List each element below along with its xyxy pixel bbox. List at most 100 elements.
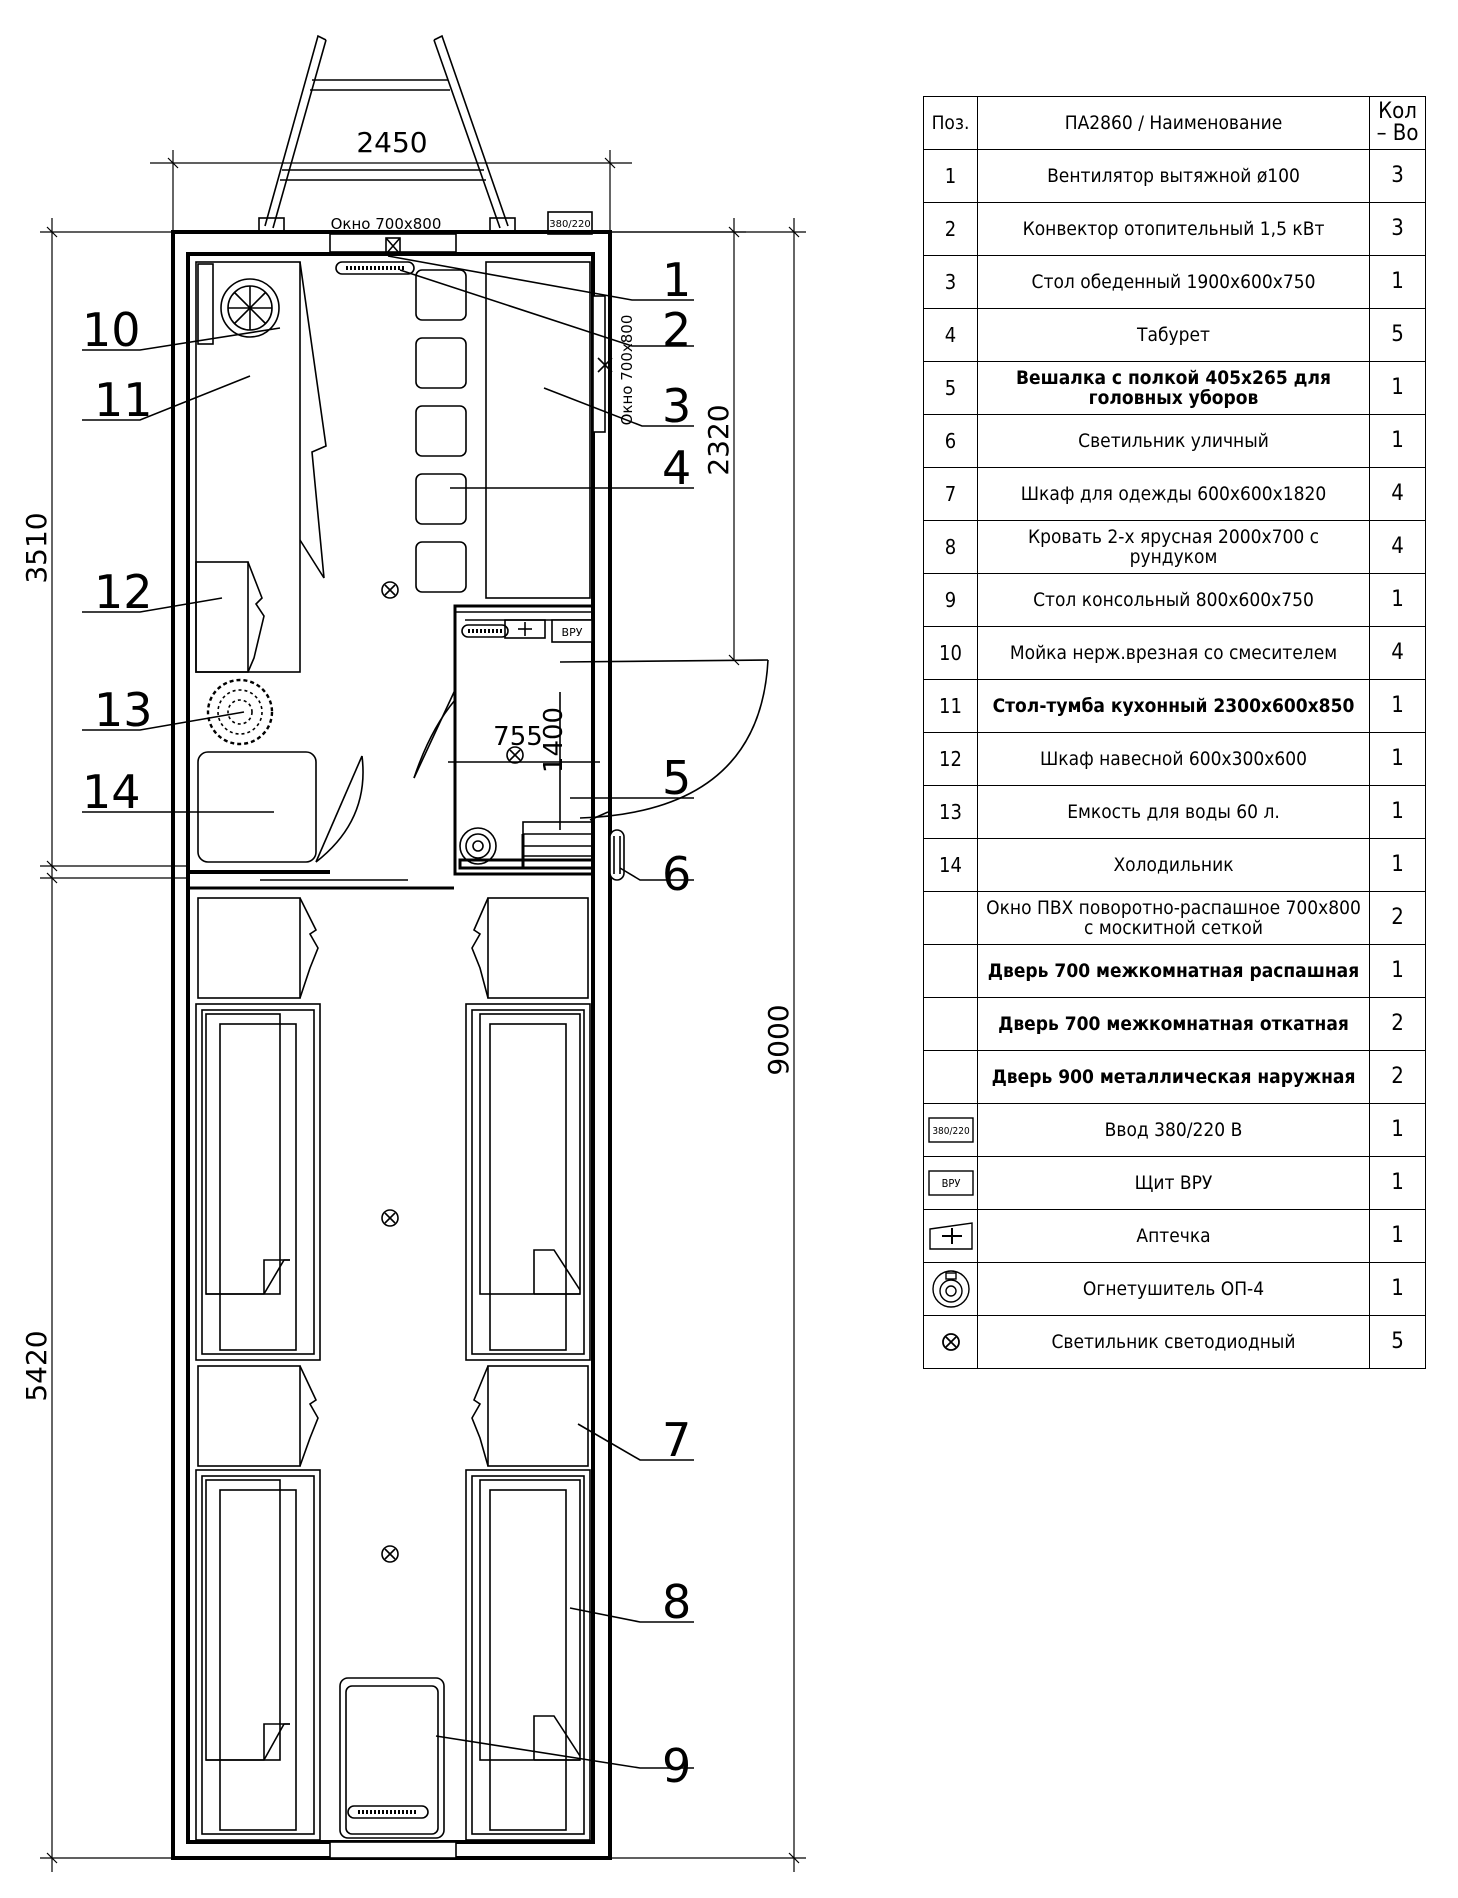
window-top-label: Окно 700х800 xyxy=(331,215,442,233)
row-pos: 4 xyxy=(923,308,978,362)
row-name: Стол-тумба кухонный 2300х600х850 xyxy=(977,679,1370,733)
wall-cabinet xyxy=(195,561,249,673)
dim-wc-height: 1400 xyxy=(539,707,569,773)
window-bottom xyxy=(329,1841,457,1859)
stools xyxy=(415,269,467,593)
row-pos xyxy=(923,944,978,998)
callout-5: 5 xyxy=(662,751,691,805)
row-name: Стол обеденный 1900х600х750 xyxy=(977,255,1370,309)
row-qty: 1 xyxy=(1369,944,1426,998)
row-pos: ВРУ xyxy=(923,1156,978,1210)
dim-top-width: 2450 xyxy=(356,126,427,159)
header-qty: Кол – Во xyxy=(1369,96,1426,150)
row-qty: 2 xyxy=(1369,891,1426,945)
row-pos xyxy=(923,1315,978,1369)
row-qty: 1 xyxy=(1369,785,1426,839)
convector-top-icon xyxy=(335,261,415,275)
row-name: Щит ВРУ xyxy=(977,1156,1370,1210)
row-pos: 8 xyxy=(923,520,978,574)
callout-13: 13 xyxy=(94,683,153,737)
exterior-door-swing xyxy=(559,659,769,663)
row-name: Стол консольный 800х600х750 xyxy=(977,573,1370,627)
row-pos xyxy=(923,1050,978,1104)
power-box-label: 380/220 xyxy=(549,219,591,230)
fan-top-icon xyxy=(385,237,401,255)
power-box-icon: 380/220 xyxy=(928,1117,974,1143)
row-pos: 6 xyxy=(923,414,978,468)
row-name: Дверь 700 межкомнатная распашная xyxy=(977,944,1370,998)
callout-14: 14 xyxy=(82,765,141,819)
dining-table xyxy=(485,261,591,599)
row-pos: 1 xyxy=(923,149,978,203)
bunk-beds xyxy=(195,1003,591,1841)
vru-box-icon xyxy=(551,619,593,643)
row-qty: 1 xyxy=(1369,361,1426,415)
row-name: Шкаф навесной 600х300х600 xyxy=(977,732,1370,786)
callout-9: 9 xyxy=(662,1739,691,1793)
row-name: Дверь 700 межкомнатная откатная xyxy=(977,997,1370,1051)
row-qty: 5 xyxy=(1369,308,1426,362)
row-name: Табурет xyxy=(977,308,1370,362)
row-pos: 7 xyxy=(923,467,978,521)
outer-wall xyxy=(171,230,612,1860)
row-pos: 3 xyxy=(923,255,978,309)
callout-10: 10 xyxy=(82,303,141,357)
table-header-row: Поз. ПА2860 / Наименование Кол – Во xyxy=(923,96,1426,150)
callout-2: 2 xyxy=(662,303,691,357)
dim-right-partial: 2320 xyxy=(702,404,735,475)
row-pos: 10 xyxy=(923,626,978,680)
row-qty: 1 xyxy=(1369,255,1426,309)
dim-left-upper: 3510 xyxy=(20,512,53,583)
row-pos: 14 xyxy=(923,838,978,892)
row-pos xyxy=(923,997,978,1051)
row-pos xyxy=(923,1209,978,1263)
callout-numbers: 1 2 3 4 5 6 7 8 9 10 11 12 13 14 xyxy=(82,253,691,1793)
wardrobes xyxy=(197,897,589,1467)
street-light-icon xyxy=(609,829,625,881)
callout-leaders xyxy=(82,255,694,1769)
led-lights xyxy=(381,581,524,1563)
callout-1: 1 xyxy=(662,253,691,307)
floor-plan: 2450 3510 5420 9000 2320 755 1400 Окно 7… xyxy=(20,34,806,1872)
row-pos: 13 xyxy=(923,785,978,839)
console-table xyxy=(339,1677,445,1839)
callout-8: 8 xyxy=(662,1575,691,1629)
row-name: Дверь 900 металлическая наружная xyxy=(977,1050,1370,1104)
vru-box-label: ВРУ xyxy=(562,626,583,639)
water-tank-icon xyxy=(206,678,274,746)
row-name: Холодильник xyxy=(977,838,1370,892)
window-side-label: Окно 700х800 xyxy=(618,315,636,426)
callout-12: 12 xyxy=(94,565,153,619)
row-name: Емкость для воды 60 л. xyxy=(977,785,1370,839)
row-qty: 1 xyxy=(1369,732,1426,786)
callout-4: 4 xyxy=(662,441,691,495)
row-pos xyxy=(923,891,978,945)
row-qty: 1 xyxy=(1369,679,1426,733)
dim-left-lower: 5420 xyxy=(20,1330,53,1401)
sink-icon xyxy=(197,263,280,345)
row-name: Кровать 2-х ярусная 2000х700 с рундуком xyxy=(977,520,1370,574)
row-pos: 12 xyxy=(923,732,978,786)
row-name: Светильник уличный xyxy=(977,414,1370,468)
inner-wall xyxy=(186,252,595,1844)
vru-box-icon: ВРУ xyxy=(928,1170,974,1196)
convector-bottom-icon xyxy=(347,1805,429,1819)
table-row: Окно ПВХ поворотно-распашное 700х800 с м… xyxy=(923,891,1426,945)
callout-6: 6 xyxy=(662,847,691,901)
